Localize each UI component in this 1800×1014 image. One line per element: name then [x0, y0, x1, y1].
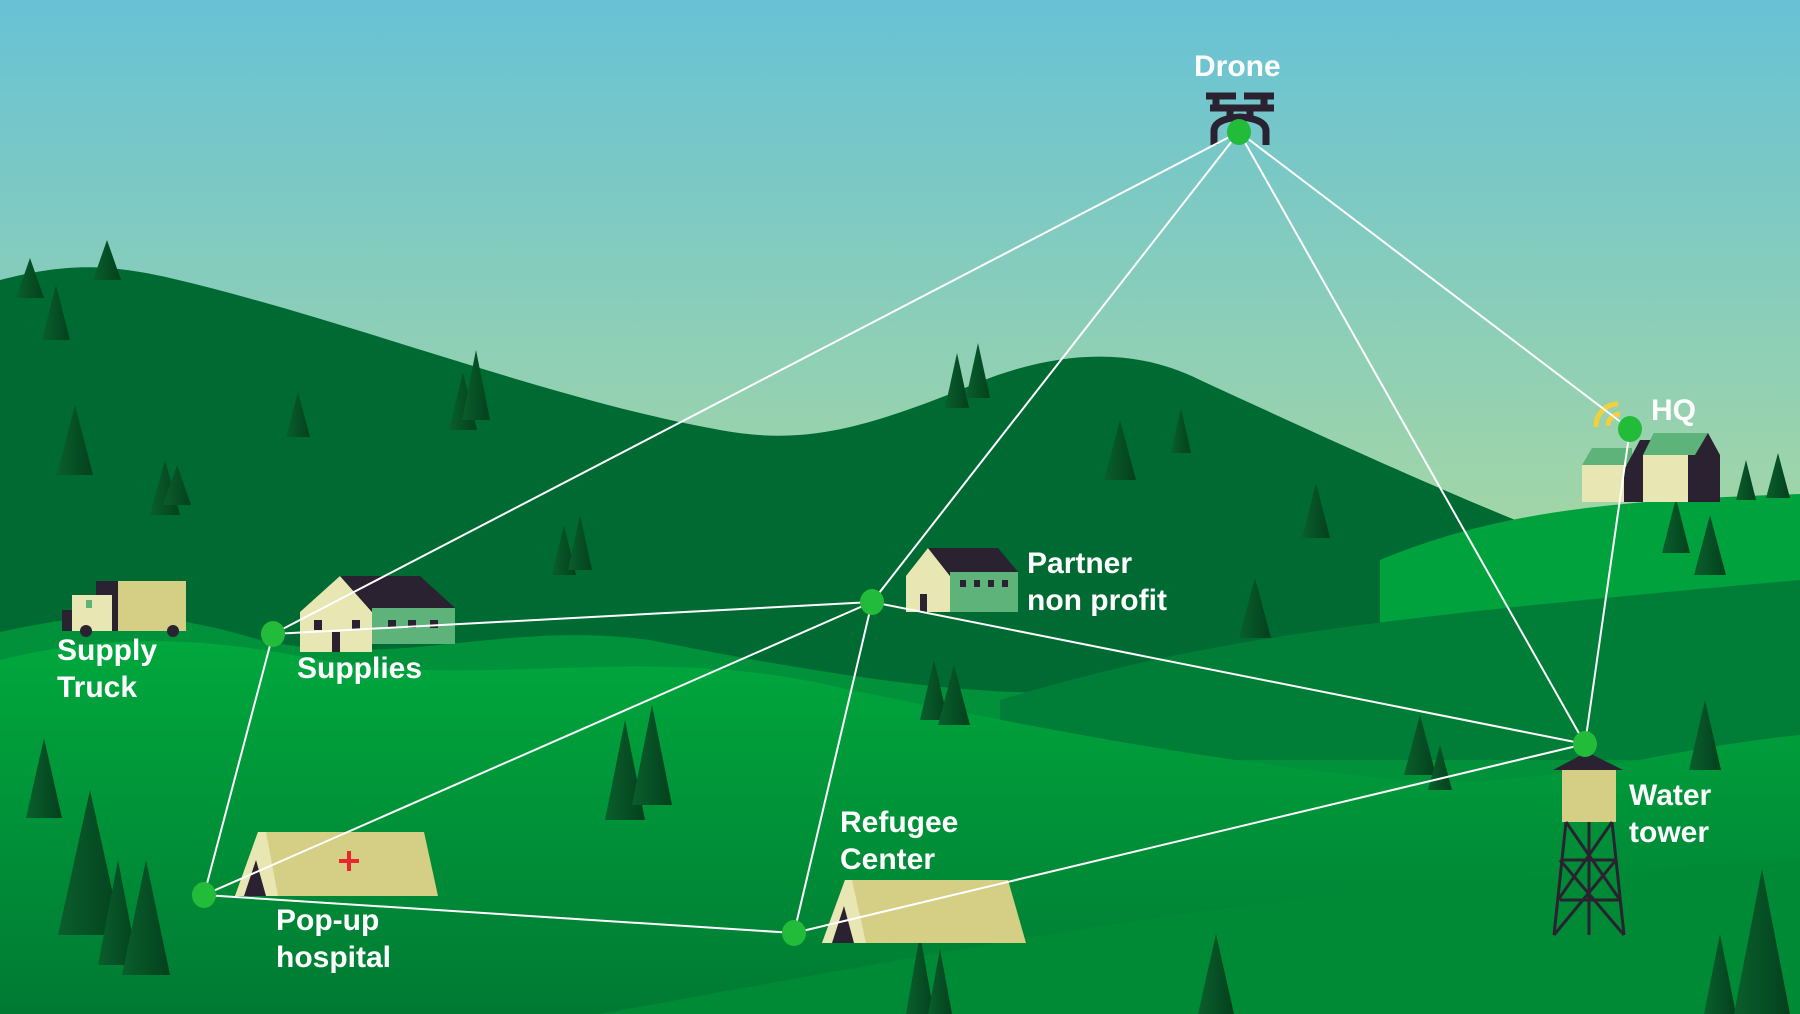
node-hq[interactable] [1618, 416, 1642, 442]
link-drone-partner [871, 131, 1240, 603]
label-supplies: Supplies [297, 652, 423, 685]
supply-truck-icon [62, 581, 186, 637]
pine-tree [906, 934, 934, 1014]
label-water: Water tower [1629, 779, 1712, 849]
link-partner-refugee [793, 601, 873, 934]
network-links [203, 131, 1631, 934]
link-partner-hospital [203, 601, 873, 896]
link-hospital-refugee [203, 894, 795, 934]
node-supplies[interactable] [261, 621, 285, 647]
pine-tree [920, 660, 948, 720]
pine-tree [632, 705, 672, 805]
pine-tree [57, 405, 93, 475]
signal-icon [1593, 401, 1621, 428]
pine-tree [58, 790, 122, 935]
foreground-hill [600, 860, 1800, 1014]
back-right-slope [1000, 580, 1800, 760]
label-supply-truck: Supply Truck [57, 634, 158, 704]
pine-tree [1428, 745, 1452, 790]
link-drone-supplies [272, 131, 1240, 635]
link-drone-water [1238, 131, 1586, 745]
node-refugee[interactable] [782, 920, 806, 946]
link-supplies-partner [272, 601, 873, 635]
node-hospital[interactable] [192, 882, 216, 908]
pine-tree [1104, 420, 1136, 480]
label-refugee: Refugee Center [840, 806, 959, 876]
label-partner: Partner non profit [1027, 547, 1167, 617]
warehouse-icon [300, 576, 455, 652]
label-hq: HQ [1651, 394, 1696, 427]
house-icon [906, 548, 1018, 612]
hq-buildings-icon [1582, 433, 1720, 502]
pine-tree [16, 258, 44, 298]
pine-tree [98, 860, 138, 965]
link-drone-hq [1238, 131, 1631, 430]
pine-tree [26, 738, 62, 818]
label-drone: Drone [1194, 50, 1281, 83]
pine-tree [122, 860, 170, 975]
drone-icon [1206, 92, 1274, 145]
pine-tree [1404, 715, 1436, 775]
node-partner[interactable] [860, 589, 884, 615]
pine-tree [286, 392, 310, 437]
link-hq-water [1584, 428, 1631, 745]
pine-tree [163, 465, 191, 505]
link-refugee-water [793, 743, 1586, 934]
link-partner-water [871, 601, 1586, 745]
pine-tree [93, 240, 121, 280]
node-drone[interactable] [1227, 119, 1251, 145]
water-tower-icon [1552, 752, 1626, 936]
pine-tree [42, 285, 70, 340]
medical-tent-icon [235, 832, 438, 896]
pine-tree [568, 515, 592, 570]
node-water[interactable] [1573, 731, 1597, 757]
pine-tree [1171, 408, 1191, 453]
pine-tree [945, 353, 969, 408]
pine-tree [1766, 453, 1790, 498]
pine-tree [1662, 498, 1690, 553]
pine-tree [1694, 515, 1726, 575]
pine-tree [1198, 934, 1234, 1014]
pine-trees [16, 240, 1790, 1014]
pine-tree [1689, 700, 1721, 770]
tent-icon [822, 880, 1026, 943]
pine-tree [928, 949, 952, 1014]
network-nodes [192, 119, 1642, 946]
link-supplies-hospital [203, 633, 274, 896]
pine-tree [1302, 483, 1330, 538]
pine-tree [966, 343, 990, 398]
pine-tree [1704, 934, 1736, 1014]
pine-tree [1239, 578, 1271, 638]
pine-tree [462, 350, 490, 420]
pine-tree [1736, 460, 1756, 500]
label-hospital: Pop-up hospital [276, 904, 392, 974]
pine-tree [938, 665, 970, 725]
pine-tree [1734, 869, 1790, 1014]
